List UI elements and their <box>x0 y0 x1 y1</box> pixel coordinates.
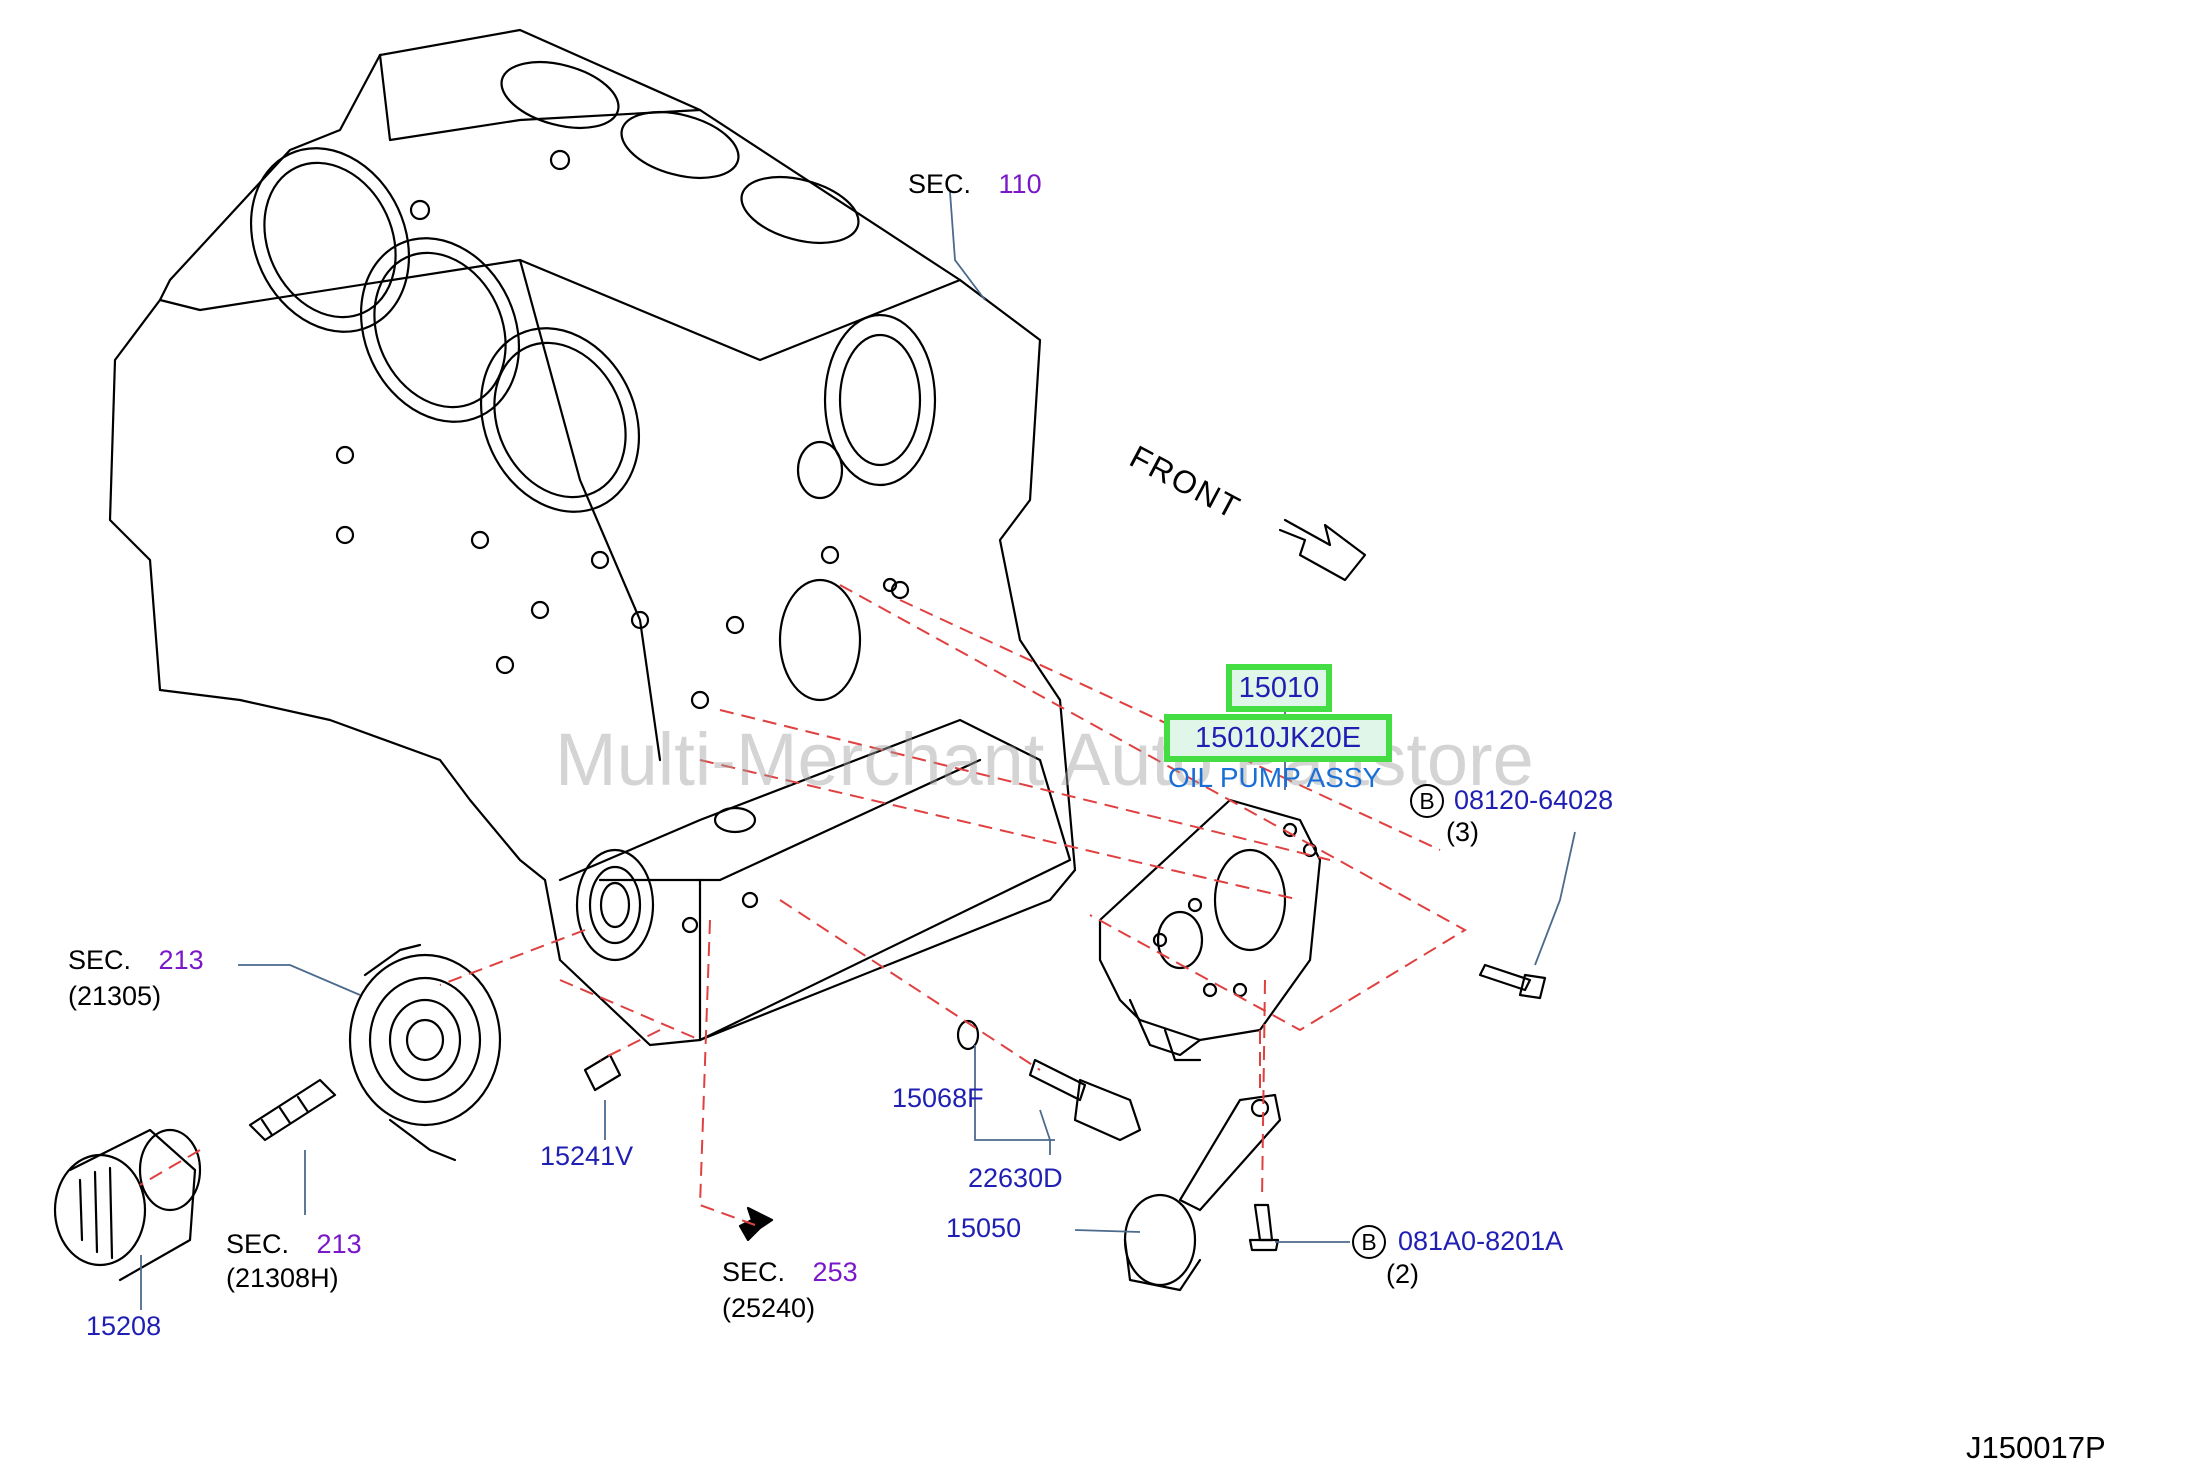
sec253-arrow-icon <box>738 1206 774 1242</box>
sensor-22630d <box>1028 1058 1142 1142</box>
washer-15068f <box>956 1019 980 1051</box>
oil-cooler <box>348 943 502 1162</box>
qty-2: (2) <box>1386 1259 1419 1289</box>
oil-filter <box>53 1128 202 1282</box>
strainer-15050 <box>1123 1093 1282 1292</box>
sec-label: SEC. <box>226 1229 290 1259</box>
part-15208[interactable]: 15208 <box>86 1311 162 1341</box>
oil-pump <box>1098 798 1322 1062</box>
plug-15241v <box>583 1053 622 1092</box>
part-no: 15010 <box>1238 672 1320 704</box>
sec-number: 110 <box>998 169 1042 199</box>
sec-number: 253 <box>812 1257 858 1287</box>
alignment-dashes <box>139 584 1467 1226</box>
callout-sec213-left[interactable]: SEC. 213 <box>68 944 204 976</box>
part-15241v[interactable]: 15241V <box>540 1141 634 1171</box>
part-08120-64028[interactable]: 08120-64028 <box>1454 785 1614 815</box>
part-15050[interactable]: 15050 <box>946 1213 1022 1243</box>
part-name-oil-pump-assy[interactable]: OIL PUMP ASSY <box>1168 762 1382 793</box>
leader-lines <box>140 191 1576 1310</box>
sec-number: 213 <box>316 1229 362 1259</box>
part-081a0-8201a[interactable]: 081A0-8201A <box>1398 1226 1564 1256</box>
callout-sec253[interactable]: SEC. 253 <box>722 1256 858 1288</box>
part-22630d[interactable]: 22630D <box>968 1163 1063 1193</box>
callout-sec110[interactable]: SEC. 110 <box>908 168 1042 200</box>
engine-block <box>108 28 1077 1047</box>
sec-label: SEC. <box>722 1257 786 1287</box>
callout-sec213-mid[interactable]: SEC. 213 <box>226 1228 362 1260</box>
bolt-081a0 <box>1248 1203 1280 1252</box>
front-arrow-icon <box>1278 518 1367 582</box>
sec-number: 213 <box>158 945 204 975</box>
highlight-part-code[interactable]: 15010JK20E <box>1164 714 1392 762</box>
sec-label: SEC. <box>908 169 972 199</box>
part-code: 15010JK20E <box>1194 722 1362 754</box>
sec-label: SEC. <box>68 945 132 975</box>
sec-sub-25240: (25240) <box>722 1293 816 1323</box>
bolt-mark-b1: B <box>1410 784 1444 818</box>
connector-stud <box>248 1078 337 1142</box>
sec-sub-21308h: (21308H) <box>226 1263 339 1293</box>
diagram-code: J150017P <box>1966 1430 2106 1465</box>
bolt-mark-b2: B <box>1352 1225 1386 1259</box>
sec-sub-21305: (21305) <box>68 981 162 1011</box>
highlight-part-no[interactable]: 15010 <box>1226 664 1332 712</box>
qty-3: (3) <box>1446 817 1479 847</box>
bolt-08120 <box>1478 963 1547 1000</box>
part-15068f[interactable]: 15068F <box>892 1083 984 1113</box>
